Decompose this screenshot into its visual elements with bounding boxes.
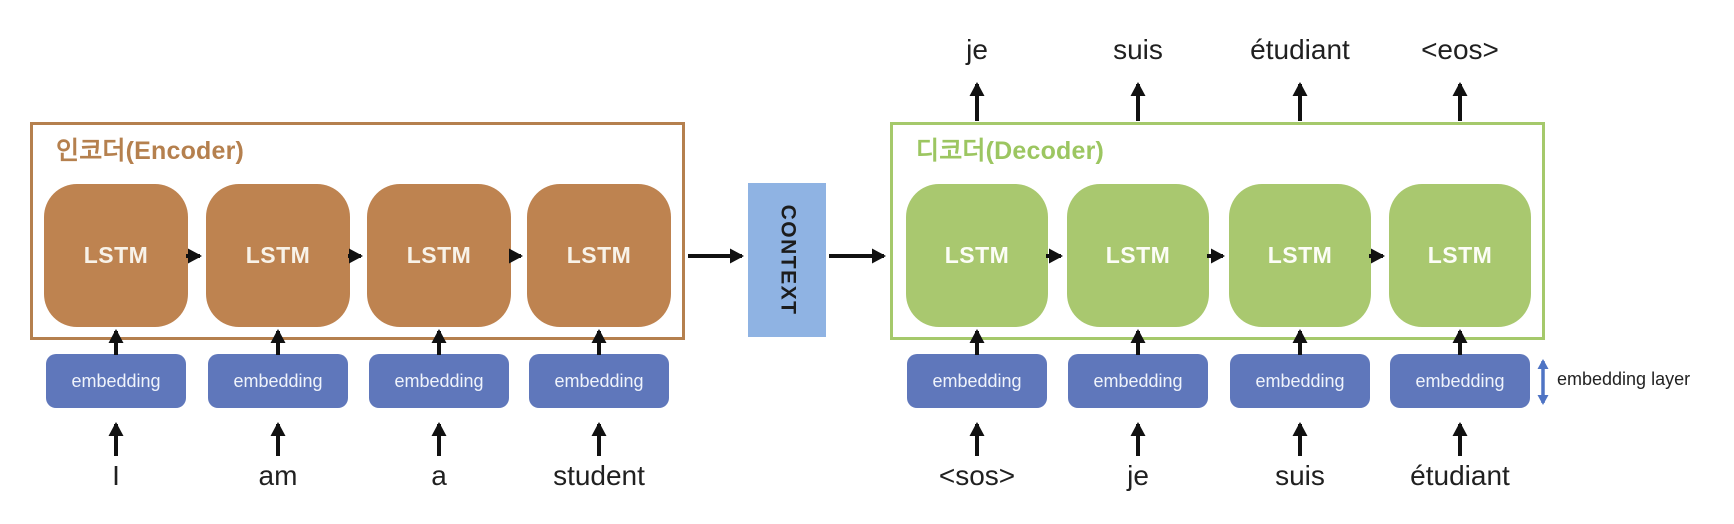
context-label: CONTEXT bbox=[776, 204, 799, 316]
encoder-input-word-3: a bbox=[431, 460, 447, 491]
encoder-embedding-4: embedding bbox=[529, 354, 669, 408]
encoder-input-word-4: student bbox=[553, 460, 645, 491]
decoder-output-word-2: suis bbox=[1113, 34, 1163, 65]
decoder-lstm-2: LSTM bbox=[1067, 184, 1209, 327]
decoder-input-word-1: <sos> bbox=[938, 460, 1016, 491]
decoder-input-word-4: étudiant bbox=[1410, 460, 1510, 491]
word-to-embedding-arrows bbox=[108, 422, 1468, 456]
decoder-lstm-1: LSTM bbox=[906, 184, 1048, 327]
decoder-embedding-3: embedding bbox=[1230, 354, 1370, 408]
decoder-input-word-3: suis bbox=[1275, 460, 1325, 491]
encoder-input-word-1: I bbox=[112, 460, 120, 491]
encoder-embedding-3: embedding bbox=[369, 354, 509, 408]
decoder-label: 디코더(Decoder) bbox=[916, 137, 1105, 165]
decoder-lstm-3: LSTM bbox=[1229, 184, 1371, 327]
decoder-output-word-3: étudiant bbox=[1250, 34, 1350, 65]
encoder-lstm-4: LSTM bbox=[527, 184, 671, 327]
encoder-input-word-2: am bbox=[258, 460, 298, 491]
encoder-box bbox=[30, 122, 685, 340]
decoder-embedding-1: embedding bbox=[907, 354, 1047, 408]
context-box: CONTEXT bbox=[748, 183, 826, 337]
encoder-lstm-3: LSTM bbox=[367, 184, 511, 327]
decoder-output-arrows bbox=[969, 82, 1468, 121]
decoder-box bbox=[890, 122, 1545, 340]
decoder-lstm-4: LSTM bbox=[1389, 184, 1531, 327]
embedding-layer-annotation: embedding layer bbox=[1557, 369, 1691, 389]
encoder-embedding-2: embedding bbox=[208, 354, 348, 408]
encoder-label: 인코더(Encoder) bbox=[56, 137, 245, 165]
encoder-lstm-1: LSTM bbox=[44, 184, 188, 327]
encoder-embedding-1: embedding bbox=[46, 354, 186, 408]
decoder-input-word-2: je bbox=[1127, 460, 1149, 491]
decoder-embedding-2: embedding bbox=[1068, 354, 1208, 408]
decoder-output-word-1: je bbox=[966, 34, 988, 65]
decoder-output-word-4: <eos> bbox=[1421, 34, 1499, 65]
encoder-lstm-2: LSTM bbox=[206, 184, 350, 327]
decoder-embedding-4: embedding bbox=[1390, 354, 1530, 408]
